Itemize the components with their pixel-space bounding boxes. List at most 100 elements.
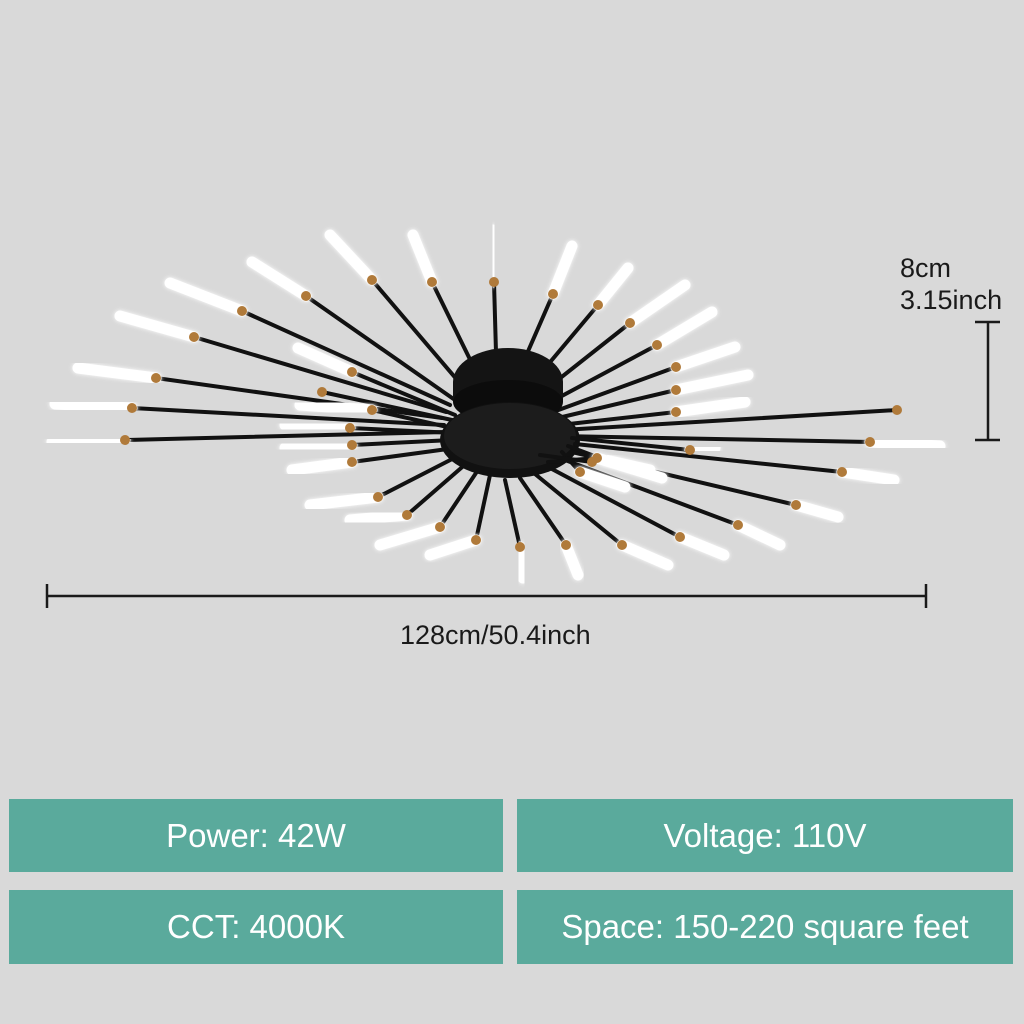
fixture-arm-rod xyxy=(370,408,454,430)
spec-power: Power: 42W xyxy=(9,799,503,872)
fixture-led-bulb xyxy=(790,499,844,523)
spec-cct: CCT: 4000K xyxy=(9,890,503,964)
fixture-socket xyxy=(427,277,437,287)
fixture-arm-rod xyxy=(556,388,678,420)
fixture-arm-rod xyxy=(558,410,678,427)
fixture-socket xyxy=(865,437,875,447)
fixture-led-bulb xyxy=(560,539,584,581)
fixture-socket xyxy=(471,535,481,545)
fixture-led-bulb xyxy=(424,534,482,561)
fixture-socket xyxy=(675,532,685,542)
fixture-arm-rod xyxy=(350,438,454,447)
fixture-led-bulb xyxy=(651,306,718,351)
fixture-canopy xyxy=(453,348,563,424)
fixture-socket xyxy=(301,291,311,301)
fixture-led-bulb xyxy=(72,362,162,384)
fixture-socket xyxy=(837,467,847,477)
fixture-led-bulb xyxy=(407,229,438,288)
fixture-led-bulb xyxy=(279,419,356,434)
fixture-led-bulb xyxy=(514,541,529,584)
fixture-arm-rod xyxy=(405,460,470,517)
fixture-arm-rod xyxy=(474,473,492,542)
fixture-led-bulb xyxy=(616,539,674,571)
fixture-socket xyxy=(347,457,357,467)
fixture-led-bulb xyxy=(674,531,730,561)
fixture-arm-rod xyxy=(558,434,872,444)
fixture-socket xyxy=(575,467,585,477)
fixture-socket xyxy=(561,540,571,550)
fixture-led-bulb xyxy=(292,342,358,378)
fixture-socket xyxy=(151,373,161,383)
fixture-arm-rod xyxy=(240,309,452,407)
fixture-arm-rod xyxy=(518,476,568,547)
fixture-socket xyxy=(345,423,355,433)
fixture-arm-rod xyxy=(503,478,522,549)
fixture-socket xyxy=(189,332,199,342)
fixture-arm-rod xyxy=(533,472,624,547)
fixture-arm-rod xyxy=(154,376,444,420)
fixture-socket xyxy=(237,306,247,316)
fixture-arm-rod xyxy=(573,442,844,474)
fixture-socket xyxy=(317,387,327,397)
fixture-led-bulb xyxy=(547,240,578,300)
fixture-socket xyxy=(652,340,662,350)
fixture-arm-rod xyxy=(543,343,659,407)
spec-voltage: Voltage: 110V xyxy=(517,799,1013,872)
fixture-led-bulb xyxy=(294,399,378,416)
fixture-socket xyxy=(593,300,603,310)
fixture-arm-rod xyxy=(123,430,448,442)
fixture-socket xyxy=(402,510,412,520)
fixture-arm-rod xyxy=(551,365,678,414)
fixture-socket xyxy=(367,405,377,415)
fixture-led-bulb xyxy=(246,256,312,302)
fixture-led-bulb xyxy=(49,398,138,414)
fixture-led-bulb xyxy=(624,279,691,329)
fixture-socket xyxy=(892,405,902,415)
fixture-led-bulb xyxy=(374,521,446,551)
fixture-arm-rod xyxy=(538,453,594,464)
fixture-socket xyxy=(347,367,357,377)
fixture-led-bulb xyxy=(344,509,413,526)
fixture-led-bulb xyxy=(574,466,631,493)
fixture-led-bulb xyxy=(836,466,900,486)
fixture-base-disc xyxy=(440,402,580,478)
fixture-socket xyxy=(367,275,377,285)
fixture-led-bulb xyxy=(114,310,200,343)
fixture-socket xyxy=(587,457,597,467)
fixture-led-bulb xyxy=(304,491,384,511)
fixture-arm-rod xyxy=(350,446,457,464)
fixture-led-bulb xyxy=(670,369,754,396)
fixture-socket xyxy=(548,289,558,299)
fixture-arm-rod xyxy=(560,408,899,432)
fixture-arm-rod xyxy=(192,335,448,414)
fixture-arm-rod xyxy=(320,390,454,422)
fixture-arm-rod xyxy=(438,468,480,529)
fixture-socket xyxy=(617,540,627,550)
fixture-led-bulb xyxy=(279,439,358,454)
height-dimension-marker xyxy=(975,320,1000,442)
fixture-socket xyxy=(671,407,681,417)
fixture-socket xyxy=(127,403,137,413)
fixture-arms-lower xyxy=(538,436,900,493)
fixture-socket xyxy=(347,440,357,450)
fixture-led-bulb xyxy=(164,277,248,317)
fixture-socket xyxy=(625,318,635,328)
fixture-led-bulb xyxy=(864,436,946,452)
fixture-led-bulb xyxy=(670,341,741,373)
fixture-socket xyxy=(435,522,445,532)
fixture-led-bulb xyxy=(46,434,131,448)
fixture-socket xyxy=(671,385,681,395)
fixture-socket xyxy=(733,520,743,530)
width-dimension-marker xyxy=(45,584,928,608)
fixture-arm-rod xyxy=(548,466,682,539)
fixture-socket xyxy=(671,362,681,372)
fixture-arm-rod xyxy=(376,453,462,499)
spec-space: Space: 150-220 square feet xyxy=(517,890,1013,964)
fixture-arm-rod xyxy=(130,406,446,427)
height-label-inch: 3.15inch xyxy=(900,285,1003,315)
fixture-led-bulb xyxy=(286,456,358,476)
fixture-socket xyxy=(791,500,801,510)
fixture-led-bulb xyxy=(324,229,378,286)
fixture-led-bulb xyxy=(670,396,751,418)
width-label: 128cm/50.4inch xyxy=(400,620,591,650)
